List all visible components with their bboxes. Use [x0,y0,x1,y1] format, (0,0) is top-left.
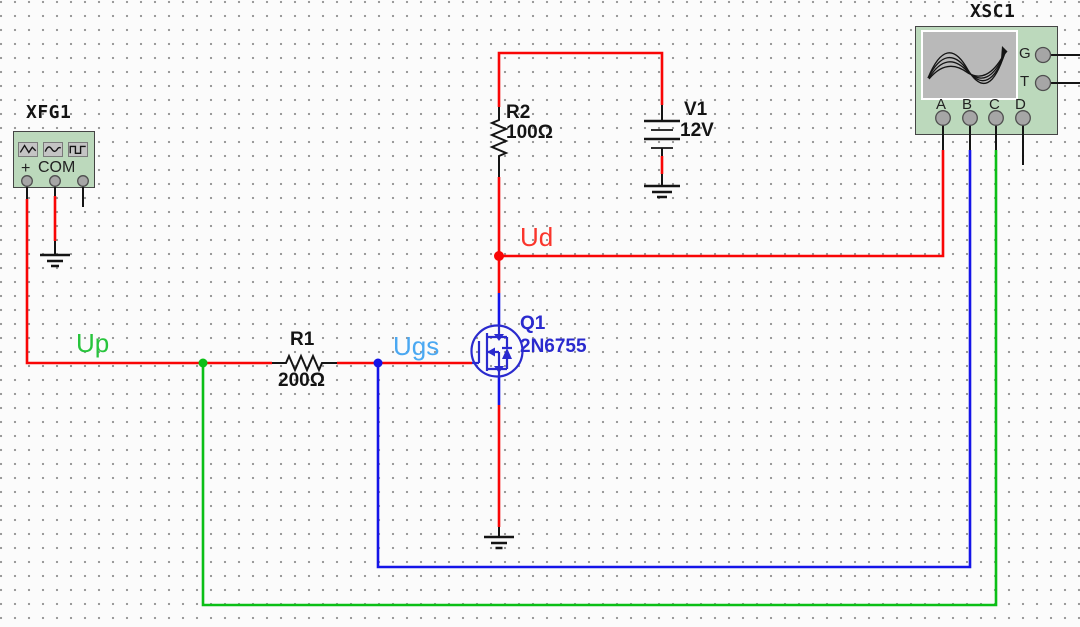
battery-v1-symbol[interactable] [644,119,680,149]
v1-value-label[interactable]: 12V [680,120,714,141]
ground-symbol-com[interactable] [40,253,70,268]
square-wave-icon [68,142,88,157]
net-label-up[interactable]: Up [76,328,110,358]
sine-wave-icon [43,142,63,157]
xsc1-c-label: C [989,96,1000,113]
body-diode-icon [502,348,512,359]
mosfet-q1-symbol[interactable] [470,324,524,378]
net-label-ugs[interactable]: Ugs [393,331,440,361]
xfg1-com-terminal-label: COM [38,159,76,176]
r2-value-label[interactable]: 100Ω [506,122,553,143]
xsc1-b-label: B [962,96,973,113]
xsc1-t-label: T [1020,73,1030,90]
resistor-r1-symbol[interactable] [272,353,337,373]
xsc1-a-label: A [936,96,947,113]
r1-value-label[interactable]: 200Ω [278,370,325,391]
red-wires [25,51,945,527]
junction-dot-ud[interactable] [494,251,504,261]
source-arrow-icon [494,366,504,373]
net-label-ud[interactable]: Ud [520,222,554,252]
ground-symbol-v1[interactable] [644,184,680,199]
oscilloscope-xsc1[interactable] [915,26,1058,135]
xsc1-g-label: G [1019,45,1031,62]
r2-ref-label[interactable]: R2 [506,102,531,123]
junction-dot-ugs[interactable] [373,358,383,368]
v1-ref-label[interactable]: V1 [684,99,708,120]
xsc1-label[interactable]: XSC1 [970,1,1016,22]
oscilloscope-screen-icon [921,30,1018,100]
drain-arrow-icon [494,334,504,341]
ground-symbol-source[interactable] [484,535,514,550]
xfg1-plus-terminal-label: + [21,160,31,177]
wire-fg-to-r1[interactable] [25,199,272,365]
channel-arrow-icon [487,347,495,357]
wire-ud-to-channel-a[interactable] [499,150,945,258]
wire-r2-to-v1-top[interactable] [497,51,664,107]
q1-ref-label[interactable]: Q1 [520,313,546,334]
q1-value-label[interactable]: 2N6755 [520,336,587,357]
xfg1-label[interactable]: XFG1 [26,102,72,123]
r1-ref-label[interactable]: R1 [290,329,315,350]
xsc1-d-label: D [1015,96,1026,113]
blue-wires [376,150,972,569]
resistor-r2-symbol[interactable] [489,107,509,177]
wire-ugs-to-channel-b[interactable] [376,150,972,569]
junction-dot-up[interactable] [198,358,208,368]
triangle-wave-icon [18,142,38,157]
